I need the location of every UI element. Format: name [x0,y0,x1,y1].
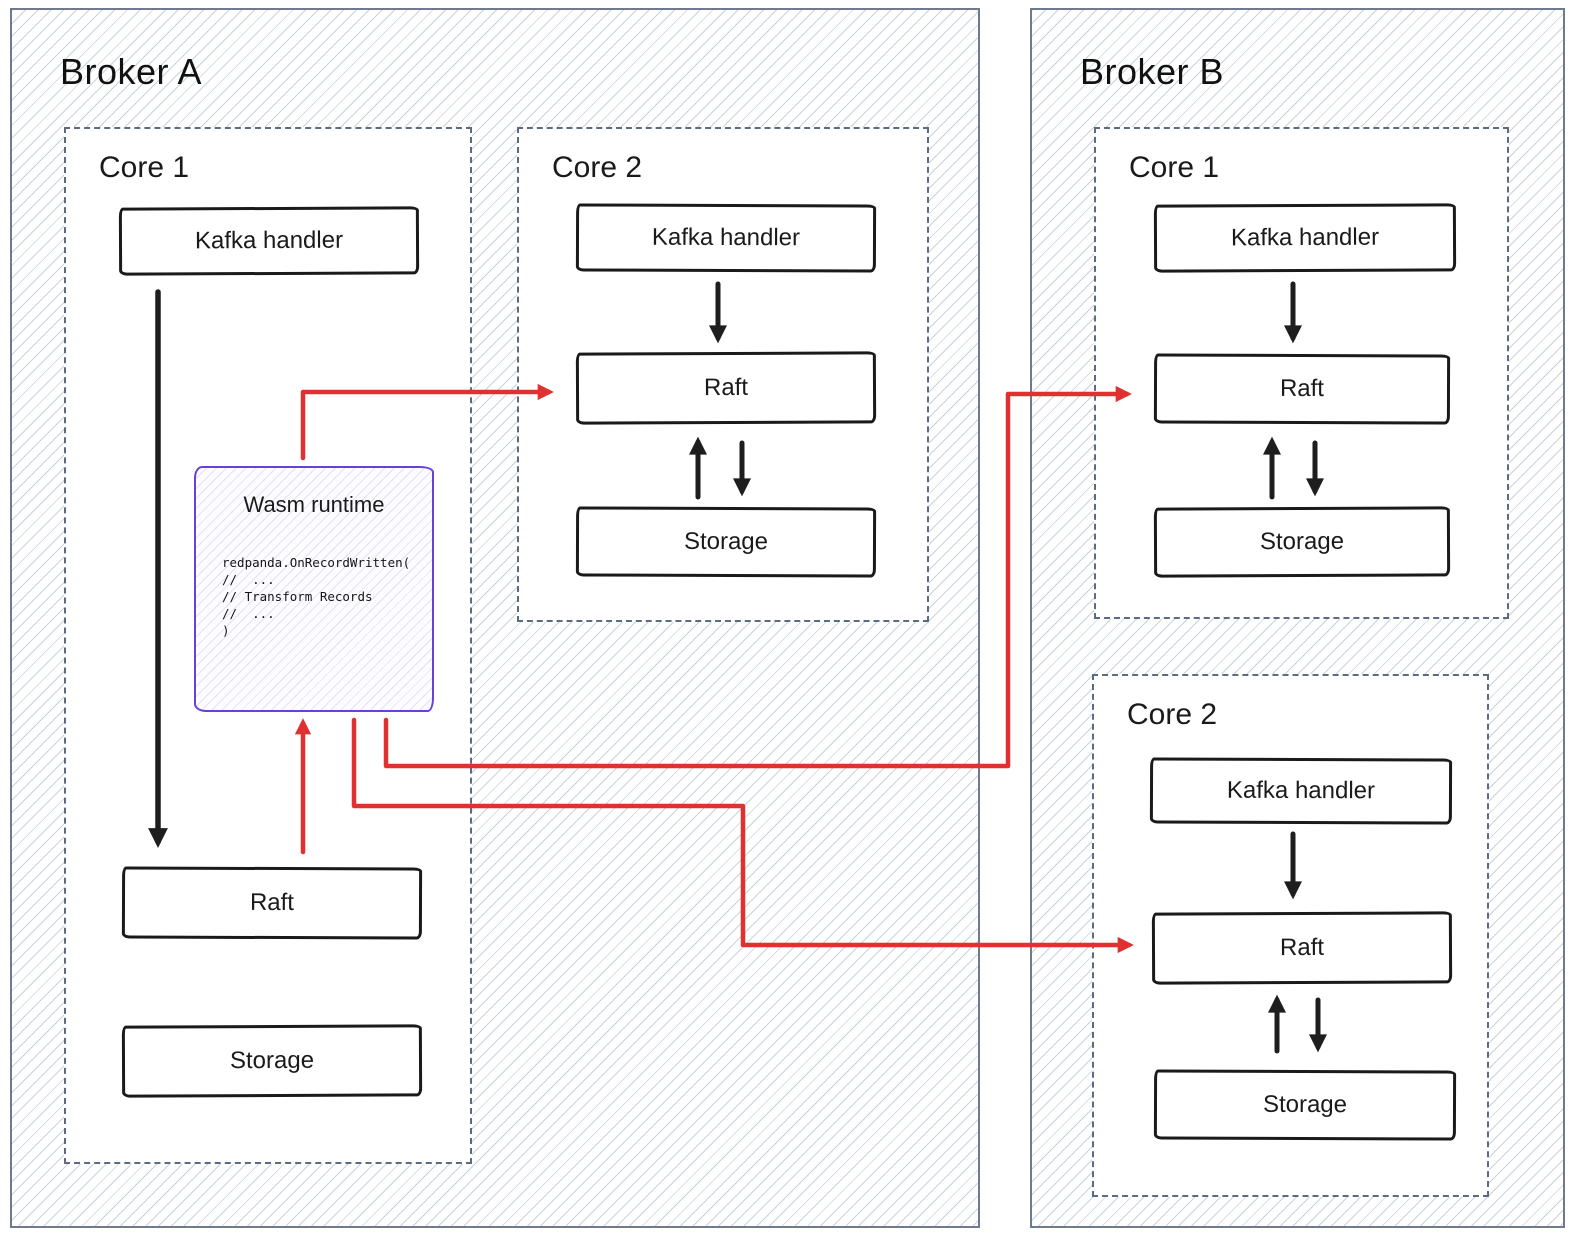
broker-a-container: Broker A Core 1 Kafka handler Wasm runti… [10,8,980,1228]
code-line: redpanda.OnRecordWritten( [222,555,411,570]
raft-label: Raft [1279,933,1325,962]
code-line: // ... [222,606,275,621]
raft-label: Raft [1279,374,1325,403]
kafka-handler-label: Kafka handler [651,223,801,252]
broker-a-core2-kafka-handler-box: Kafka handler [575,203,877,273]
wasm-runtime-title: Wasm runtime [243,492,385,517]
broker-b-core1-storage-box: Storage [1153,506,1451,578]
broker-a-core1-raft-box: Raft [121,866,423,940]
broker-a-title: Broker A [60,51,203,92]
broker-b-core-2: Core 2 Kafka handler Raft Storage [1092,674,1489,1197]
broker-b-core-1-label: Core 1 [1129,151,1220,184]
wasm-code-snippet: redpanda.OnRecordWritten( // ... // Tran… [222,554,410,639]
broker-a-core-1: Core 1 Kafka handler Wasm runtime redpan… [64,127,472,1164]
broker-b-title: Broker B [1080,51,1225,92]
broker-b-core-1: Core 1 Kafka handler Raft Storage [1094,127,1509,619]
storage-label: Storage [1259,527,1345,556]
code-line: ) [222,623,230,638]
code-line: // Transform Records [222,589,373,604]
broker-b-core2-raft-box: Raft [1151,911,1453,985]
storage-label: Storage [1262,1090,1348,1119]
kafka-handler-label: Kafka handler [1226,776,1376,805]
storage-label: Storage [229,1046,315,1075]
broker-a-core-1-label: Core 1 [99,151,190,184]
broker-b-core-2-label: Core 2 [1127,698,1218,731]
broker-b-core1-raft-box: Raft [1153,353,1451,425]
wasm-runtime-box: Wasm runtime redpanda.OnRecordWritten( /… [194,466,434,712]
kafka-handler-label: Kafka handler [1230,223,1380,252]
broker-b-core1-kafka-handler-box: Kafka handler [1153,203,1457,273]
broker-a-core1-storage-box: Storage [121,1024,423,1098]
code-line: // ... [222,572,275,587]
broker-b-core2-storage-box: Storage [1153,1069,1457,1141]
storage-label: Storage [683,527,769,556]
broker-a-core2-raft-box: Raft [575,351,877,425]
broker-b-container: Broker B Core 1 Kafka handler Raft Stora… [1030,8,1565,1228]
raft-label: Raft [703,373,749,402]
broker-b-core2-kafka-handler-box: Kafka handler [1149,757,1453,825]
broker-a-core-2: Core 2 Kafka handler Raft Storage [517,127,929,622]
kafka-handler-label: Kafka handler [194,226,344,255]
raft-label: Raft [249,888,295,917]
broker-a-core1-kafka-handler-box: Kafka handler [118,206,420,276]
broker-a-core-2-label: Core 2 [552,151,643,184]
broker-a-core2-storage-box: Storage [575,506,877,578]
